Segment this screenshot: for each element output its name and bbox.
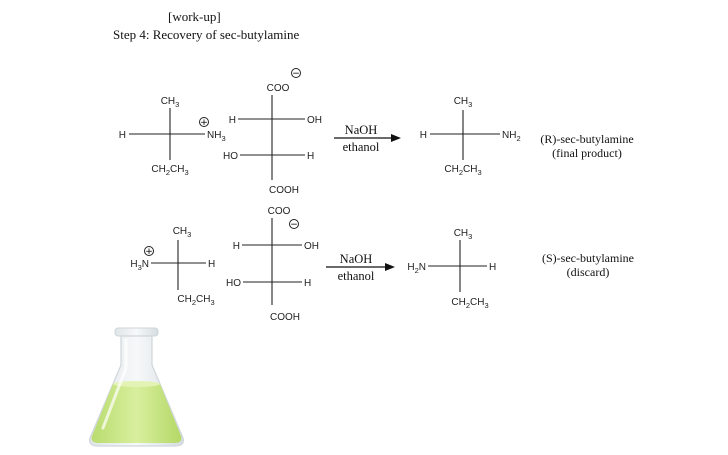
arrow-head-icon: [391, 134, 401, 142]
tartrate-top-group: COO: [267, 83, 290, 94]
bottom-tartrate: COO − H OH HO H COOH: [226, 206, 319, 323]
arrow-head-icon: [385, 263, 395, 271]
tartrate-bottom-group: COOH: [269, 185, 299, 196]
product-bottom-group: CH2CH3: [444, 164, 481, 177]
tartrate-row2-left: HO: [223, 151, 238, 162]
tartrate-row1-right: OH: [304, 241, 319, 252]
top-tartrate: COO − H OH HO H COOH: [223, 68, 322, 196]
tartrate-row2-right: H: [304, 278, 311, 289]
amine-bottom-group: CH2CH3: [151, 164, 188, 177]
bottom-product: CH3 H2N H CH2CH3: [407, 228, 496, 310]
svg-text:−: −: [290, 220, 298, 230]
amine-right-group: NH3: [207, 130, 226, 143]
amine-top-group: CH3: [173, 226, 192, 239]
tartrate-row2-left: HO: [226, 278, 241, 289]
svg-text:−: −: [292, 69, 300, 79]
amine-left-group: H3N: [130, 259, 149, 272]
amine-left-group: H: [119, 130, 126, 141]
negative-charge-icon: −: [291, 68, 301, 79]
tartrate-row1-right: OH: [307, 115, 322, 126]
top-reaction-arrow: NaOH ethanol: [334, 123, 401, 154]
amine-right-group: H: [208, 259, 215, 270]
bottom-reaction-arrow: NaOH ethanol: [326, 252, 395, 283]
step-title: Step 4: Recovery of sec-butylamine: [113, 27, 300, 42]
product-top-group: CH3: [454, 228, 473, 241]
positive-charge-icon: +: [199, 117, 209, 128]
tartrate-row1-left: H: [229, 115, 236, 126]
positive-charge-icon: +: [144, 246, 154, 257]
svg-text:+: +: [145, 247, 153, 257]
product-left-group: H2N: [407, 262, 426, 275]
erlenmeyer-flask-icon: [89, 327, 184, 447]
tartrate-row1-left: H: [233, 241, 240, 252]
s-product-name: (S)-sec-butylamine: [542, 251, 634, 265]
section-label: [work-up]: [168, 9, 221, 24]
reagent-label: NaOH: [340, 252, 373, 266]
top-amine-salt: CH3 H NH3 CH2CH3 +: [119, 96, 226, 177]
product-top-group: CH3: [454, 96, 473, 109]
bottom-amine-salt: CH3 H3N H CH2CH3 +: [130, 226, 215, 307]
product-bottom-group: CH2CH3: [451, 297, 488, 310]
r-product-note: (final product): [552, 146, 622, 160]
negative-charge-icon: −: [289, 219, 299, 230]
tartrate-bottom-group: COOH: [270, 312, 300, 323]
top-product: CH3 H NH2 CH2CH3: [420, 96, 521, 177]
product-right-group: H: [489, 262, 496, 273]
solvent-label: ethanol: [343, 140, 380, 154]
reagent-label: NaOH: [345, 123, 378, 137]
tartrate-top-group: COO: [268, 206, 291, 217]
svg-text:+: +: [200, 118, 208, 128]
tartrate-row2-right: H: [307, 151, 314, 162]
r-product-name: (R)-sec-butylamine: [540, 132, 633, 146]
amine-top-group: CH3: [161, 96, 180, 109]
amine-bottom-group: CH2CH3: [177, 294, 214, 307]
solvent-label: ethanol: [338, 269, 375, 283]
product-right-group: NH2: [502, 130, 521, 143]
product-left-group: H: [420, 130, 427, 141]
s-product-note: (discard): [567, 265, 610, 279]
